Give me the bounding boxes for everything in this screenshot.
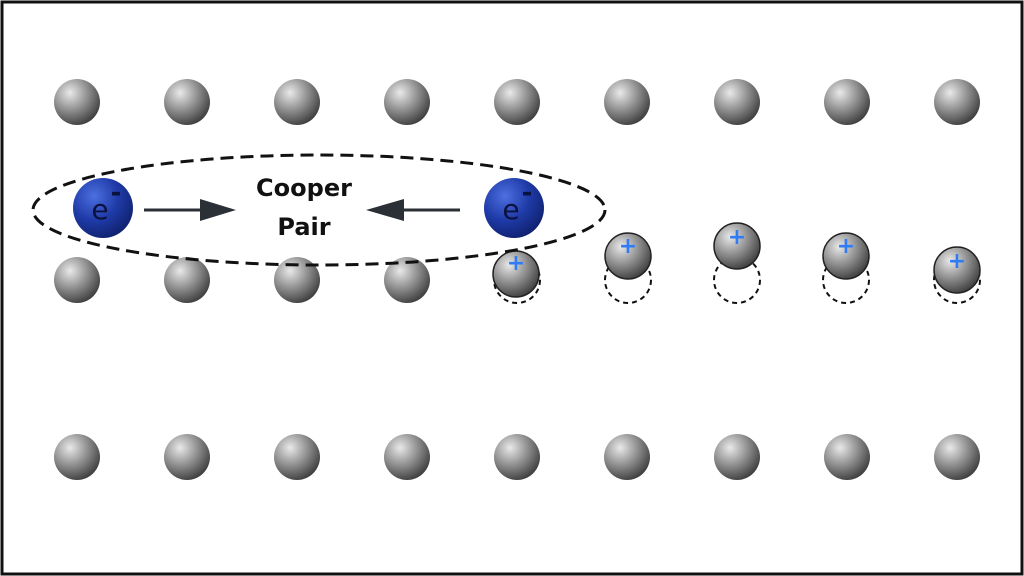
cooper-pair-ellipse — [31, 153, 607, 267]
positive-charge-label: + — [619, 234, 637, 259]
lattice-ion-icon — [824, 79, 870, 125]
arrow-right-icon — [144, 199, 236, 221]
original-position-outline — [713, 256, 761, 304]
positive-charge-label: + — [837, 234, 855, 259]
lattice-ion-icon — [494, 79, 540, 125]
original-position-outline — [933, 256, 981, 304]
lattice-ion-icon — [274, 257, 320, 303]
positive-charge-label: + — [507, 251, 525, 276]
lattice-ion-icon — [384, 434, 430, 480]
lattice-ion-icon — [384, 257, 430, 303]
original-position-outline — [604, 256, 652, 304]
lattice-ion-icon — [274, 79, 320, 125]
lattice-ion-icon — [934, 79, 980, 125]
electron-charge: - — [111, 178, 122, 208]
lattice-ion-icon — [274, 434, 320, 480]
cooper-pair-label-line2: Pair — [277, 213, 330, 241]
lattice-ion-icon — [164, 434, 210, 480]
lattice-ion-icon — [714, 434, 760, 480]
lattice-ion-icon — [54, 434, 100, 480]
lattice-row-top — [54, 79, 980, 125]
arrow-left-icon — [366, 199, 460, 221]
displaced-ion-icon — [822, 232, 870, 280]
lattice-ion-icon — [164, 257, 210, 303]
electron-right: e - — [484, 178, 544, 238]
lattice-ion-icon — [604, 79, 650, 125]
lattice-row-middle — [54, 257, 430, 303]
lattice-ion-icon — [54, 79, 100, 125]
lattice-ion-icon — [824, 434, 870, 480]
lattice-row-bottom — [54, 434, 980, 480]
displaced-ion-icon — [713, 222, 761, 270]
lattice-ion-icon — [164, 79, 210, 125]
positive-charge-label: + — [948, 249, 966, 274]
displaced-ion-icon — [933, 246, 981, 294]
lattice-ion-icon — [714, 79, 760, 125]
electron-charge: - — [522, 178, 533, 208]
lattice-ion-icon — [384, 79, 430, 125]
displaced-ions: + + + + + — [492, 222, 981, 304]
lattice-ion-icon — [494, 434, 540, 480]
electron-left: e - — [73, 178, 133, 238]
lattice-ion-icon — [934, 434, 980, 480]
original-position-outline — [822, 256, 870, 304]
electron-symbol: e — [502, 193, 519, 226]
electron-icon — [484, 178, 544, 238]
electron-symbol: e — [91, 193, 108, 226]
lattice-ion-icon — [604, 434, 650, 480]
electron-icon — [73, 178, 133, 238]
displaced-ion-icon — [604, 232, 652, 280]
original-position-outline — [493, 256, 541, 304]
cooper-pair-label-line1: Cooper — [256, 174, 352, 202]
lattice-ion-icon — [54, 257, 100, 303]
positive-charge-label: + — [728, 225, 746, 250]
